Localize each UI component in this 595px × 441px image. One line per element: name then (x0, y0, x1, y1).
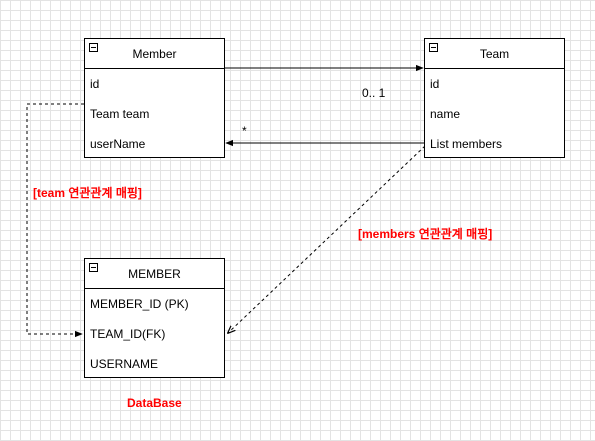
collapse-icon[interactable] (429, 43, 438, 52)
team-field-members[interactable]: List members (430, 137, 503, 151)
multiplicity-team-label: 0.. 1 (362, 86, 386, 100)
member-table-title: MEMBER (128, 266, 181, 281)
member-table-entity[interactable]: MEMBER MEMBER_ID (PK) TEAM_ID(FK) USERNA… (84, 258, 225, 378)
member-table-header[interactable]: MEMBER (85, 259, 224, 289)
member-table-field-team-id[interactable]: TEAM_ID(FK) (90, 327, 166, 341)
team-mapping-dashed-connector[interactable] (26, 103, 84, 338)
team-mapping-label: [team 연관관계 매핑] (33, 186, 142, 200)
team-entity-title: Team (479, 46, 510, 61)
collapse-icon[interactable] (89, 43, 98, 52)
member-table-field-username[interactable]: USERNAME (90, 357, 159, 371)
team-field-name[interactable]: name (430, 107, 461, 121)
member-entity-title: Member (132, 46, 177, 61)
member-entity[interactable]: Member id Team team userName (84, 38, 225, 158)
team-entity[interactable]: Team id name List members (424, 38, 565, 158)
team-entity-header[interactable]: Team (425, 39, 564, 69)
member-field-username[interactable]: userName (90, 137, 146, 151)
member-entity-header[interactable]: Member (85, 39, 224, 69)
members-mapping-label: [members 연관관계 매핑] (358, 227, 493, 241)
multiplicity-members-label: * (242, 124, 247, 138)
member-field-id[interactable]: id (90, 77, 100, 91)
database-label: DataBase (127, 396, 182, 410)
member-table-field-member-id[interactable]: MEMBER_ID (PK) (90, 297, 189, 311)
member-field-team[interactable]: Team team (90, 107, 150, 121)
collapse-icon[interactable] (89, 263, 98, 272)
team-field-id[interactable]: id (430, 77, 440, 91)
